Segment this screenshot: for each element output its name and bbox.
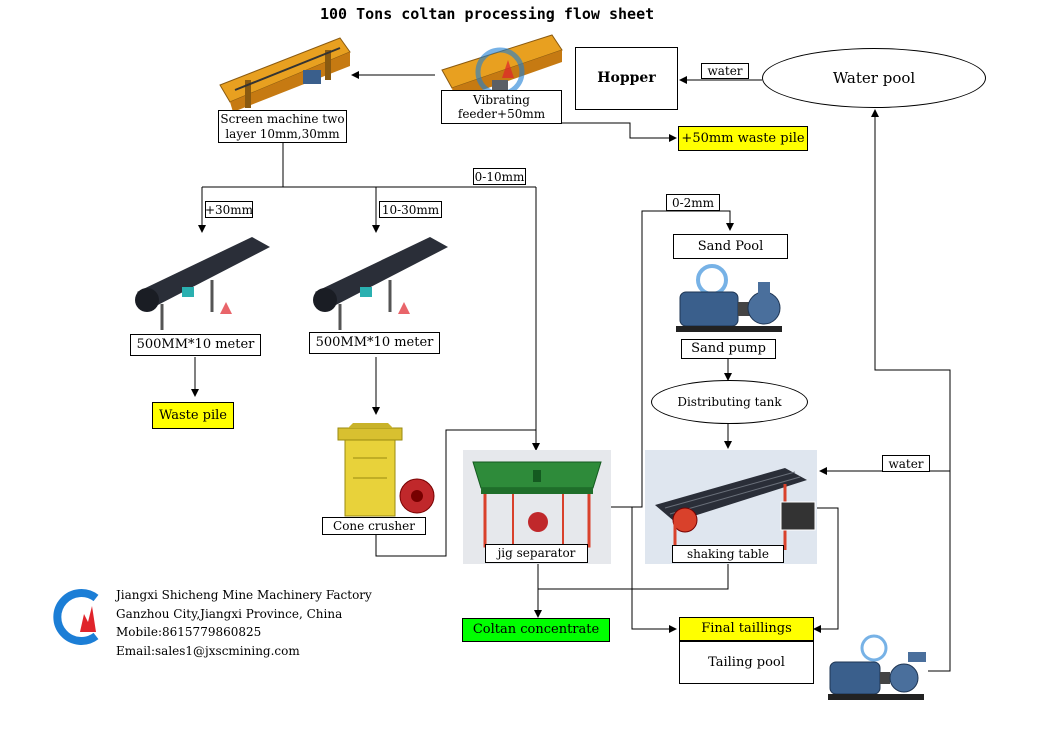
screen-machine-image [219, 37, 351, 112]
coltan-concentrate: Coltan concentrate [462, 618, 610, 642]
conveyor-1-image [135, 237, 270, 330]
screen-machine-label: Screen machine two layer 10mm,30mm [218, 110, 347, 143]
conveyor-2-image [313, 237, 448, 330]
cone-crusher-image [337, 423, 435, 517]
sand-pump-image [676, 264, 782, 332]
hopper-box: Hopper [575, 47, 678, 110]
line-table-to-concentrate [538, 563, 729, 590]
size-label-10-30mm: 10-30mm [379, 201, 442, 218]
page-title: 100 Tons coltan processing flow sheet [320, 5, 655, 23]
vibrating-feeder-label: Vibrating feeder+50mm [441, 90, 562, 124]
final-tailings: Final taillings [679, 617, 814, 641]
company-email: Email:sales1@jxscmining.com [116, 643, 300, 658]
sand-pool-box: Sand Pool [673, 234, 788, 259]
water-label-right: water [882, 455, 930, 472]
arrow-return-to-waterpool [871, 109, 951, 672]
water-label-top: water [701, 63, 749, 79]
arrow-feeder-to-waste50 [561, 122, 677, 142]
size-label-0-10mm: 0-10mm [473, 168, 526, 185]
company-name: Jiangxi Shicheng Mine Machinery Factory [116, 588, 372, 602]
jig-separator-label: jig separator [485, 544, 588, 563]
conveyor-2-label: 500MM*10 meter [309, 332, 440, 354]
size-label-plus30mm: +30mm [204, 201, 254, 218]
sand-pump-label: Sand pump [681, 339, 776, 359]
tailing-pool: Tailing pool [679, 641, 814, 684]
company-info: Jiangxi Shicheng Mine Machinery Factory … [116, 586, 372, 660]
shaking-table-label: shaking table [672, 545, 784, 563]
size-label-0-2mm: 0-2mm [666, 194, 720, 211]
company-mobile: Mobile:8615779860825 [116, 625, 262, 639]
waste-pile-50mm: +50mm waste pile [678, 126, 808, 151]
waste-pile: Waste pile [152, 402, 234, 429]
company-logo [53, 589, 99, 645]
water-pool-ellipse: Water pool [762, 48, 986, 108]
vibrating-feeder-image [441, 34, 563, 100]
arrow-jig-to-tailings [631, 507, 677, 633]
arrow-jig-to-sandpool [610, 210, 734, 508]
line-crusher-return [375, 429, 536, 557]
arrow-table-to-tailings [813, 507, 839, 633]
conveyor-1-label: 500MM*10 meter [130, 334, 261, 356]
tailing-pump-image [828, 634, 926, 700]
company-address: Ganzhou City,Jiangxi Province, China [116, 606, 343, 621]
cone-crusher-label: Cone crusher [322, 517, 426, 535]
distributing-tank-ellipse: Distributing tank [651, 380, 808, 424]
